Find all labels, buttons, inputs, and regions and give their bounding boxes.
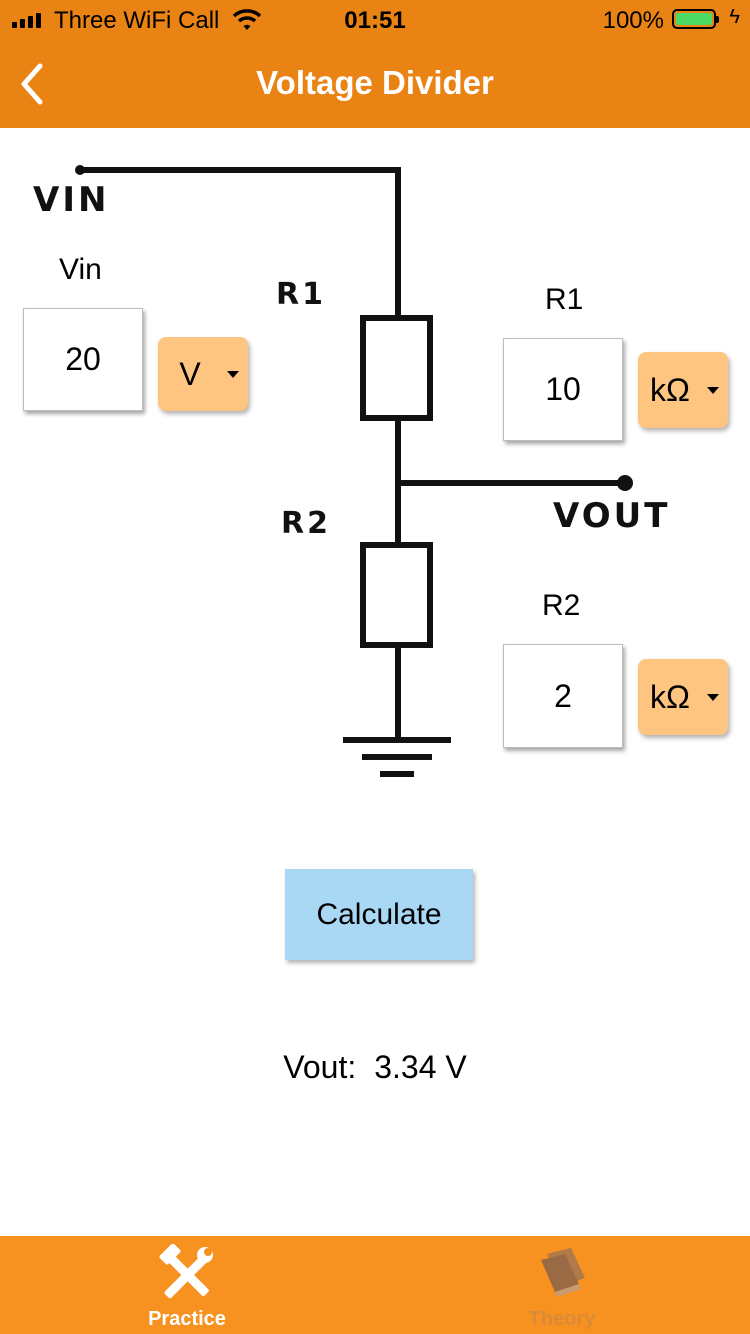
carrier-name: Three WiFi Call (54, 7, 220, 34)
top-bar: Three WiFi Call 01:51 100% ϟ Voltage Div… (0, 0, 750, 128)
caret-down-icon (707, 694, 719, 701)
r2-unit-value: kΩ (650, 678, 690, 715)
battery-icon (672, 9, 719, 29)
status-bar: Three WiFi Call 01:51 100% ϟ (0, 0, 750, 42)
vin-label: Vin (59, 253, 102, 286)
r1-resistor (360, 315, 433, 421)
book-icon (541, 1248, 585, 1297)
vin-unit-value: V (179, 355, 201, 392)
r2-input[interactable] (503, 644, 623, 748)
signal-icon (12, 12, 41, 28)
vin-node-label: VIN (33, 180, 110, 220)
vout-terminal (617, 475, 633, 491)
r1-input[interactable] (503, 338, 623, 441)
r2-resistor (360, 542, 433, 648)
caret-down-icon (707, 387, 719, 394)
voltage-divider-circuit (75, 165, 633, 777)
calculate-button[interactable]: Calculate (285, 869, 473, 960)
vin-unit-select[interactable]: V (158, 337, 248, 411)
wifi-icon (232, 9, 262, 30)
chevron-left-icon[interactable] (16, 62, 50, 106)
tab-bar: Practice Theory (0, 1236, 750, 1334)
tab-practice-label: Practice (148, 1308, 226, 1330)
tab-practice[interactable]: Practice (87, 1236, 287, 1334)
vout-result-value: 3.34 V (374, 1049, 467, 1085)
vout-result: Vout: 3.34 V (0, 1049, 750, 1086)
tab-theory[interactable]: Theory (462, 1236, 662, 1334)
clock: 01:51 (344, 7, 406, 34)
page-title: Voltage Divider (256, 64, 494, 101)
r2-unit-select[interactable]: kΩ (638, 659, 728, 735)
vin-input[interactable] (23, 308, 143, 411)
r1-label: R1 (545, 283, 584, 316)
r2-label: R2 (542, 589, 581, 622)
r1-unit-value: kΩ (650, 371, 690, 408)
tab-theory-label: Theory (528, 1308, 596, 1330)
vout-node-label: VOUT (553, 496, 671, 536)
battery-percent: 100% (602, 7, 664, 34)
charging-bolt-icon: ϟ (729, 6, 740, 28)
r1-unit-select[interactable]: kΩ (638, 352, 728, 428)
r1-diagram-label: R1 (276, 277, 326, 312)
tools-icon (159, 1244, 214, 1299)
caret-down-icon (227, 371, 239, 378)
vout-result-label: Vout: (283, 1049, 357, 1085)
r2-diagram-label: R2 (281, 506, 331, 541)
